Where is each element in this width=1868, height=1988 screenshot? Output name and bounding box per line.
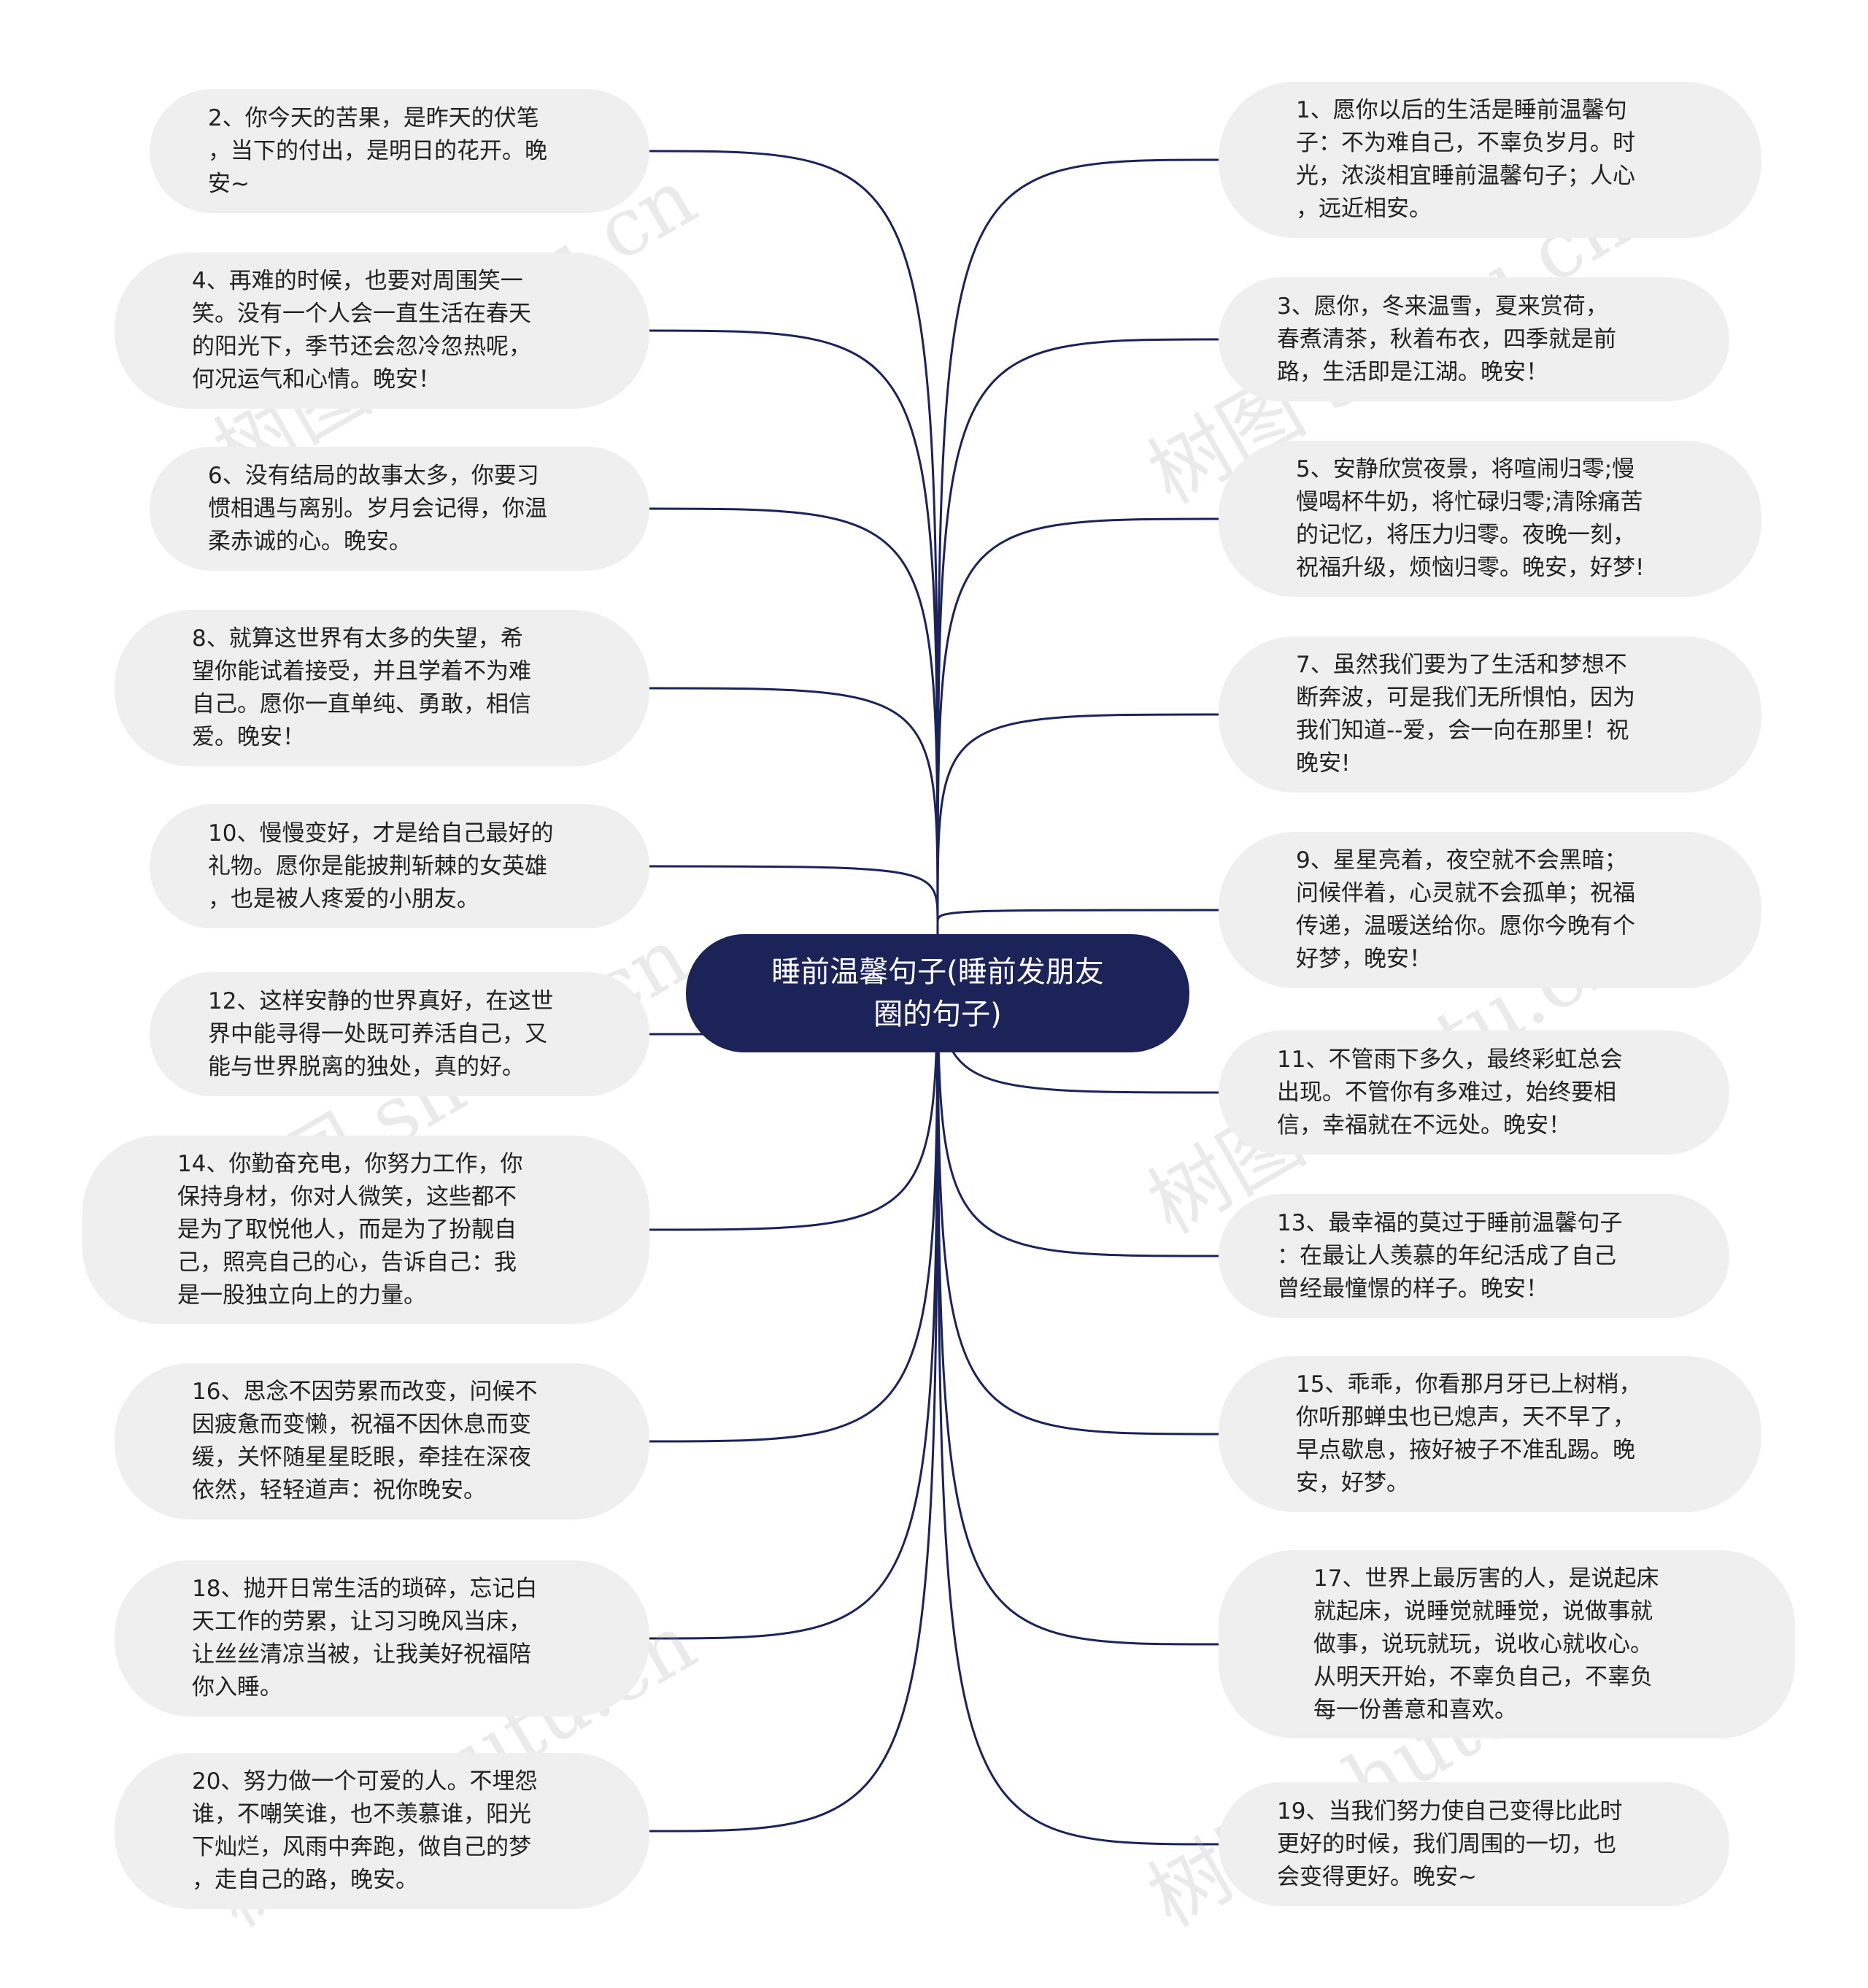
right-connector-10 — [936, 922, 1219, 1846]
right-topic-node-9[interactable]: 17、世界上最厉害的人，是说起床 就起床，说睡觉就睡觉，说做事就 做事，说玩就玩… — [1219, 1550, 1795, 1738]
central-topic-node[interactable]: 睡前温馨句子(睡前发朋友 圈的句子) — [686, 934, 1189, 1052]
left-topic-text-1: 2、你今天的苦果，是昨天的伏笔 ，当下的付出，是明日的花开。晚 安~ — [208, 104, 547, 197]
left-connector-5 — [649, 865, 939, 923]
left-topic-node-8[interactable]: 16、思念不因劳累而改变，问候不 因疲惫而变懒，祝福不因休息而变 缓，关怀随星星… — [115, 1363, 649, 1519]
right-connector-2 — [936, 338, 1219, 923]
left-connector-1 — [649, 150, 939, 923]
left-connector-3 — [649, 507, 939, 923]
left-topic-node-9[interactable]: 18、抛开日常生活的琐碎，忘记白 天工作的劳累，让习习晚风当床， 让丝丝清凉当被… — [115, 1560, 649, 1717]
left-topic-text-7: 14、你勤奋充电，你努力工作，你 保持身材，你对人微笑，这些都不 是为了取悦他人… — [177, 1150, 523, 1309]
right-topic-node-7[interactable]: 13、最幸福的莫过于睡前温馨句子 ：在最让人羡慕的年纪活成了自己 曾经最憧憬的样… — [1219, 1194, 1729, 1318]
left-topic-node-2[interactable]: 4、再难的时候，也要对周围笑一 笑。没有一个人会一直生活在春天 的阳光下，季节还… — [115, 253, 649, 409]
right-topic-text-2: 3、愿你，冬来温雪，夏来赏荷， 春煮清茶，秋着布衣，四季就是前 路，生活即是江湖… — [1277, 293, 1616, 385]
right-topic-node-6[interactable]: 11、不管雨下多久，最终彩虹总会 出现。不管你有多难过，始终要相 信，幸福就在不… — [1219, 1030, 1729, 1155]
right-topic-text-4: 7、虽然我们要为了生活和梦想不 断奔波，可是我们无所惧怕，因为 我们知道--爱，… — [1296, 652, 1635, 777]
right-topic-node-3[interactable]: 5、安静欣赏夜景，将喧闹归零;慢 慢喝杯牛奶，将忙碌归零;清除痛苦 的记忆，将压… — [1219, 441, 1761, 597]
right-topic-text-3: 5、安静欣赏夜景，将喧闹归零;慢 慢喝杯牛奶，将忙碌归零;清除痛苦 的记忆，将压… — [1296, 456, 1645, 581]
left-topic-node-3[interactable]: 6、没有结局的故事太多，你要习 惯相遇与离别。岁月会记得，你温 柔赤诚的心。晚安… — [150, 447, 649, 571]
left-topic-node-1[interactable]: 2、你今天的苦果，是昨天的伏笔 ，当下的付出，是明日的花开。晚 安~ — [150, 89, 649, 213]
right-topic-text-10: 19、当我们努力使自己变得比此时 更好的时候，我们周围的一切，也 会变得更好。晚… — [1277, 1798, 1623, 1890]
left-topic-text-10: 20、努力做一个可爱的人。不埋怨 谁，不嘲笑谁，也不羡慕谁，阳光 下灿烂，风雨中… — [192, 1768, 538, 1893]
right-topic-text-6: 11、不管雨下多久，最终彩虹总会 出现。不管你有多难过，始终要相 信，幸福就在不… — [1277, 1046, 1623, 1139]
right-connector-5 — [936, 909, 1219, 923]
left-topic-node-6[interactable]: 12、这样安静的世界真好，在这世 界中能寻得一处既可养活自己，又 能与世界脱离的… — [150, 972, 649, 1096]
right-topic-text-9: 17、世界上最厉害的人，是说起床 就起床，说睡觉就睡觉，说做事就 做事，说玩就玩… — [1313, 1565, 1659, 1723]
central-topic-label: 睡前温馨句子(睡前发朋友 圈的句子) — [771, 955, 1104, 1031]
right-topic-node-10[interactable]: 19、当我们努力使自己变得比此时 更好的时候，我们周围的一切，也 会变得更好。晚… — [1219, 1782, 1729, 1906]
left-topic-text-3: 6、没有结局的故事太多，你要习 惯相遇与离别。岁月会记得，你温 柔赤诚的心。晚安… — [208, 462, 547, 555]
right-topic-text-7: 13、最幸福的莫过于睡前温馨句子 ：在最让人羡慕的年纪活成了自己 曾经最憧憬的样… — [1277, 1209, 1623, 1302]
left-topic-text-8: 16、思念不因劳累而改变，问候不 因疲惫而变懒，祝福不因休息而变 缓，关怀随星星… — [192, 1379, 538, 1503]
left-topic-node-7[interactable]: 14、你勤奋充电，你努力工作，你 保持身材，你对人微笑，这些都不 是为了取悦他人… — [82, 1136, 649, 1324]
left-topic-text-5: 10、慢慢变好，才是给自己最好的 礼物。愿你是能披荆斩棘的女英雄 ，也是被人疼爱… — [208, 820, 554, 912]
left-connector-2 — [649, 329, 939, 923]
left-topic-text-2: 4、再难的时候，也要对周围笑一 笑。没有一个人会一直生活在春天 的阳光下，季节还… — [192, 268, 531, 393]
right-topic-text-8: 15、乖乖，你看那月牙已上树梢， 你听那蝉虫也已熄声，天不早了， 早点歇息，掖好… — [1296, 1371, 1642, 1496]
left-topic-node-5[interactable]: 10、慢慢变好，才是给自己最好的 礼物。愿你是能披荆斩棘的女英雄 ，也是被人疼爱… — [150, 804, 649, 928]
right-topic-node-1[interactable]: 1、愿你以后的生活是睡前温馨句 子：不为难自己，不辜负岁月。时 光，浓淡相宜睡前… — [1219, 82, 1761, 238]
right-topic-text-1: 1、愿你以后的生活是睡前温馨句 子：不为难自己，不辜负岁月。时 光，浓淡相宜睡前… — [1296, 97, 1635, 222]
left-topic-text-9: 18、抛开日常生活的琐碎，忘记白 天工作的劳累，让习习晚风当床， 让丝丝清凉当被… — [192, 1576, 538, 1700]
left-topic-text-6: 12、这样安静的世界真好，在这世 界中能寻得一处既可养活自己，又 能与世界脱离的… — [208, 987, 554, 1080]
right-topic-node-4[interactable]: 7、虽然我们要为了生活和梦想不 断奔波，可是我们无所惧怕，因为 我们知道--爱，… — [1219, 636, 1761, 793]
left-connector-10 — [649, 922, 939, 1833]
right-topic-text-5: 9、星星亮着，夜空就不会黑暗； 问候伴着，心灵就不会孤单；祝福 传递，温暖送给你… — [1296, 847, 1635, 972]
right-connector-1 — [936, 158, 1219, 923]
left-topic-text-4: 8、就算这世界有太多的失望，希 望你能试着接受，并且学着不为难 自己。愿你一直单… — [192, 625, 531, 750]
left-topic-node-10[interactable]: 20、努力做一个可爱的人。不埋怨 谁，不嘲笑谁，也不羡慕谁，阳光 下灿烂，风雨中… — [115, 1753, 649, 1909]
left-connector-4 — [649, 687, 939, 923]
right-topic-node-8[interactable]: 15、乖乖，你看那月牙已上树梢， 你听那蝉虫也已熄声，天不早了， 早点歇息，掖好… — [1219, 1356, 1761, 1512]
left-topic-node-4[interactable]: 8、就算这世界有太多的失望，希 望你能试着接受，并且学着不为难 自己。愿你一直单… — [115, 610, 649, 766]
right-connector-4 — [936, 713, 1219, 923]
right-topic-node-5[interactable]: 9、星星亮着，夜空就不会黑暗； 问候伴着，心灵就不会孤单；祝福 传递，温暖送给你… — [1219, 832, 1761, 988]
right-topic-node-2[interactable]: 3、愿你，冬来温雪，夏来赏荷， 春煮清茶，秋着布衣，四季就是前 路，生活即是江湖… — [1219, 277, 1729, 401]
right-connector-3 — [936, 517, 1219, 923]
